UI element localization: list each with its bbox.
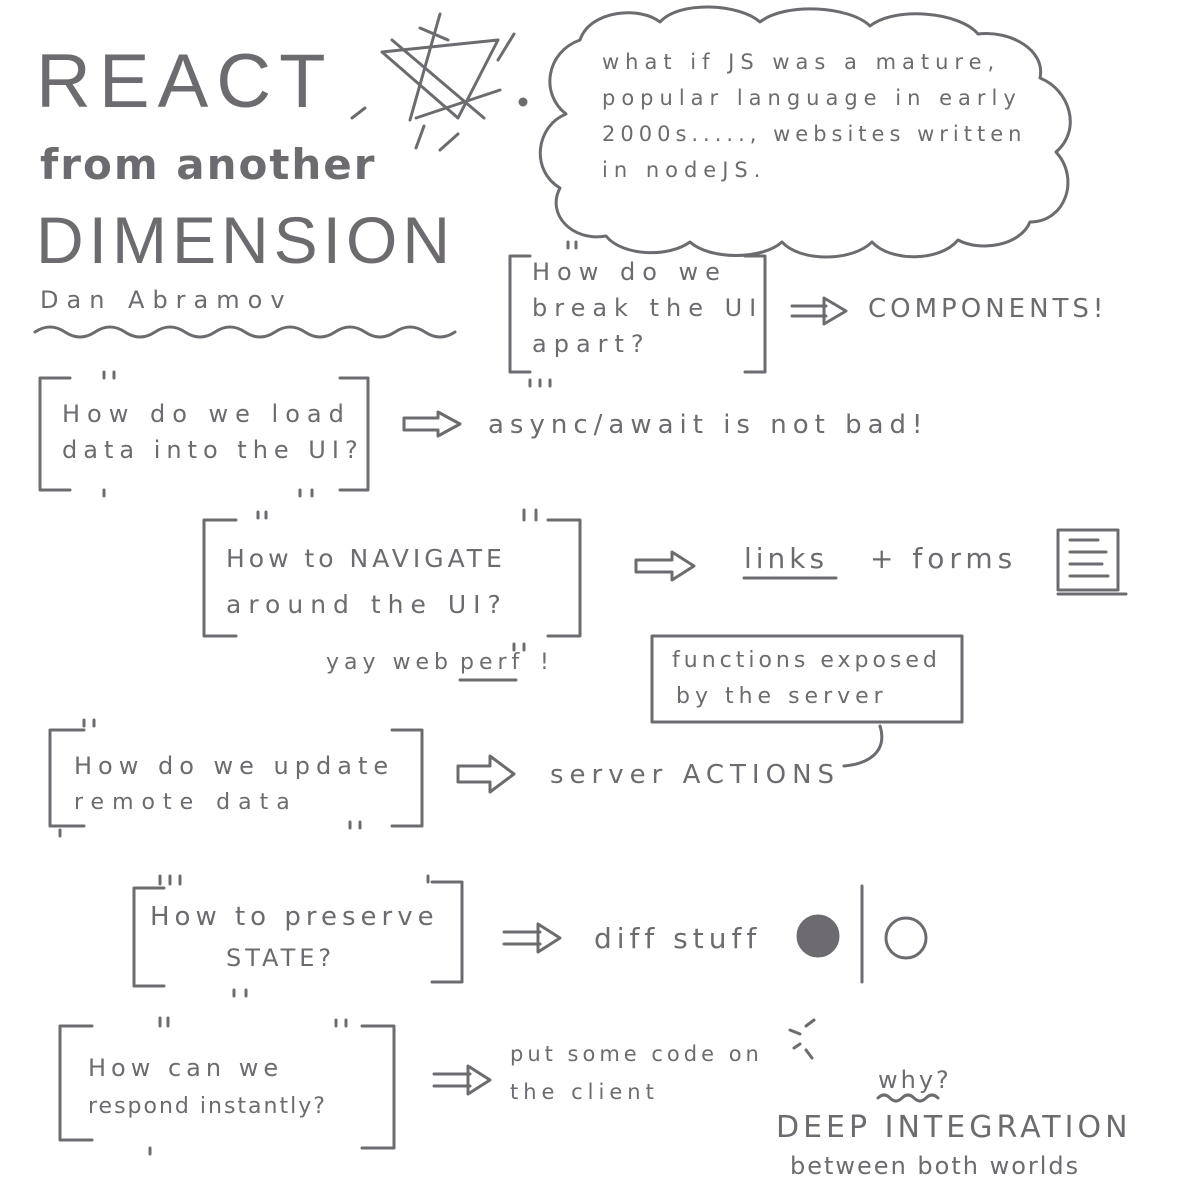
- conclusion-line-2: between both worlds: [790, 1152, 1081, 1180]
- question-3-line-2: around the UI?: [226, 590, 508, 619]
- title-dimension: DIMENSION: [36, 203, 456, 277]
- question-1-line-2: break the UI: [532, 294, 764, 322]
- author-wavy-underline: [35, 327, 455, 337]
- crossed-triangle-doodle-icon: [352, 14, 526, 150]
- diff-circles-icon: [798, 886, 926, 982]
- arrow-1-icon: [792, 298, 846, 324]
- bubble-line-4: in nodeJS.: [602, 158, 767, 182]
- question-4-line-2: remote data: [74, 790, 298, 815]
- callout-pointer: [844, 726, 882, 766]
- answer-6-line-2: the client: [510, 1080, 659, 1104]
- question-bracket-6: [60, 1018, 394, 1154]
- question-2-line-1: How do we load: [62, 400, 351, 428]
- question-1-line-1: How do we: [532, 258, 727, 286]
- arrow-3-icon: [636, 552, 694, 580]
- question-2-line-2: data into the UI?: [62, 436, 364, 464]
- document-icon: [1058, 530, 1126, 594]
- callout-line-2: by the server: [676, 684, 888, 709]
- conclusion-why: why?: [878, 1066, 952, 1094]
- note-3-perf: perf: [460, 650, 525, 675]
- bubble-line-3: 2000s....., websites written: [602, 122, 1027, 146]
- author-name: Dan Abramov: [40, 286, 293, 314]
- why-underline: [878, 1095, 938, 1101]
- arrow-2-icon: [404, 412, 460, 436]
- answer-3-forms: + forms: [870, 542, 1018, 575]
- question-5-line-1: How to preserve: [150, 902, 439, 932]
- arrow-5-icon: [504, 924, 560, 952]
- question-bracket-3: [204, 510, 580, 650]
- answer-2: async/await is not bad!: [488, 410, 929, 440]
- answer-6-line-1: put some code on: [510, 1042, 763, 1066]
- question-4-line-1: How do we update: [74, 752, 395, 780]
- note-3-suffix: !: [540, 650, 556, 675]
- answer-4: server ACTIONS: [550, 760, 841, 790]
- note-3-prefix: yay web: [326, 650, 454, 675]
- answer-5: diff stuff: [594, 922, 762, 955]
- conclusion-line-1: DEEP INTEGRATION: [776, 1110, 1132, 1145]
- question-6-line-2: respond instantly?: [88, 1094, 327, 1119]
- title-react: REACT: [36, 39, 334, 124]
- arrow-4-icon: [458, 756, 514, 792]
- question-bracket-5: [134, 876, 462, 996]
- answer-1: COMPONENTS!: [868, 294, 1108, 324]
- question-5-line-2: STATE?: [226, 944, 336, 972]
- question-bracket-2: [40, 372, 368, 496]
- arrow-6-icon: [434, 1066, 490, 1094]
- callout-line-1: functions exposed: [672, 648, 941, 673]
- question-6-line-1: How can we: [88, 1054, 284, 1082]
- bubble-line-2: popular language in early: [602, 86, 1022, 110]
- answer-3-links: links: [744, 542, 829, 575]
- title-from-another: from another: [40, 140, 377, 189]
- sparkle-icon: [790, 1020, 814, 1058]
- question-1-line-3: apart?: [532, 330, 651, 358]
- bubble-line-1: what if JS was a mature,: [602, 50, 1001, 74]
- question-3-line-1: How to NAVIGATE: [226, 544, 506, 573]
